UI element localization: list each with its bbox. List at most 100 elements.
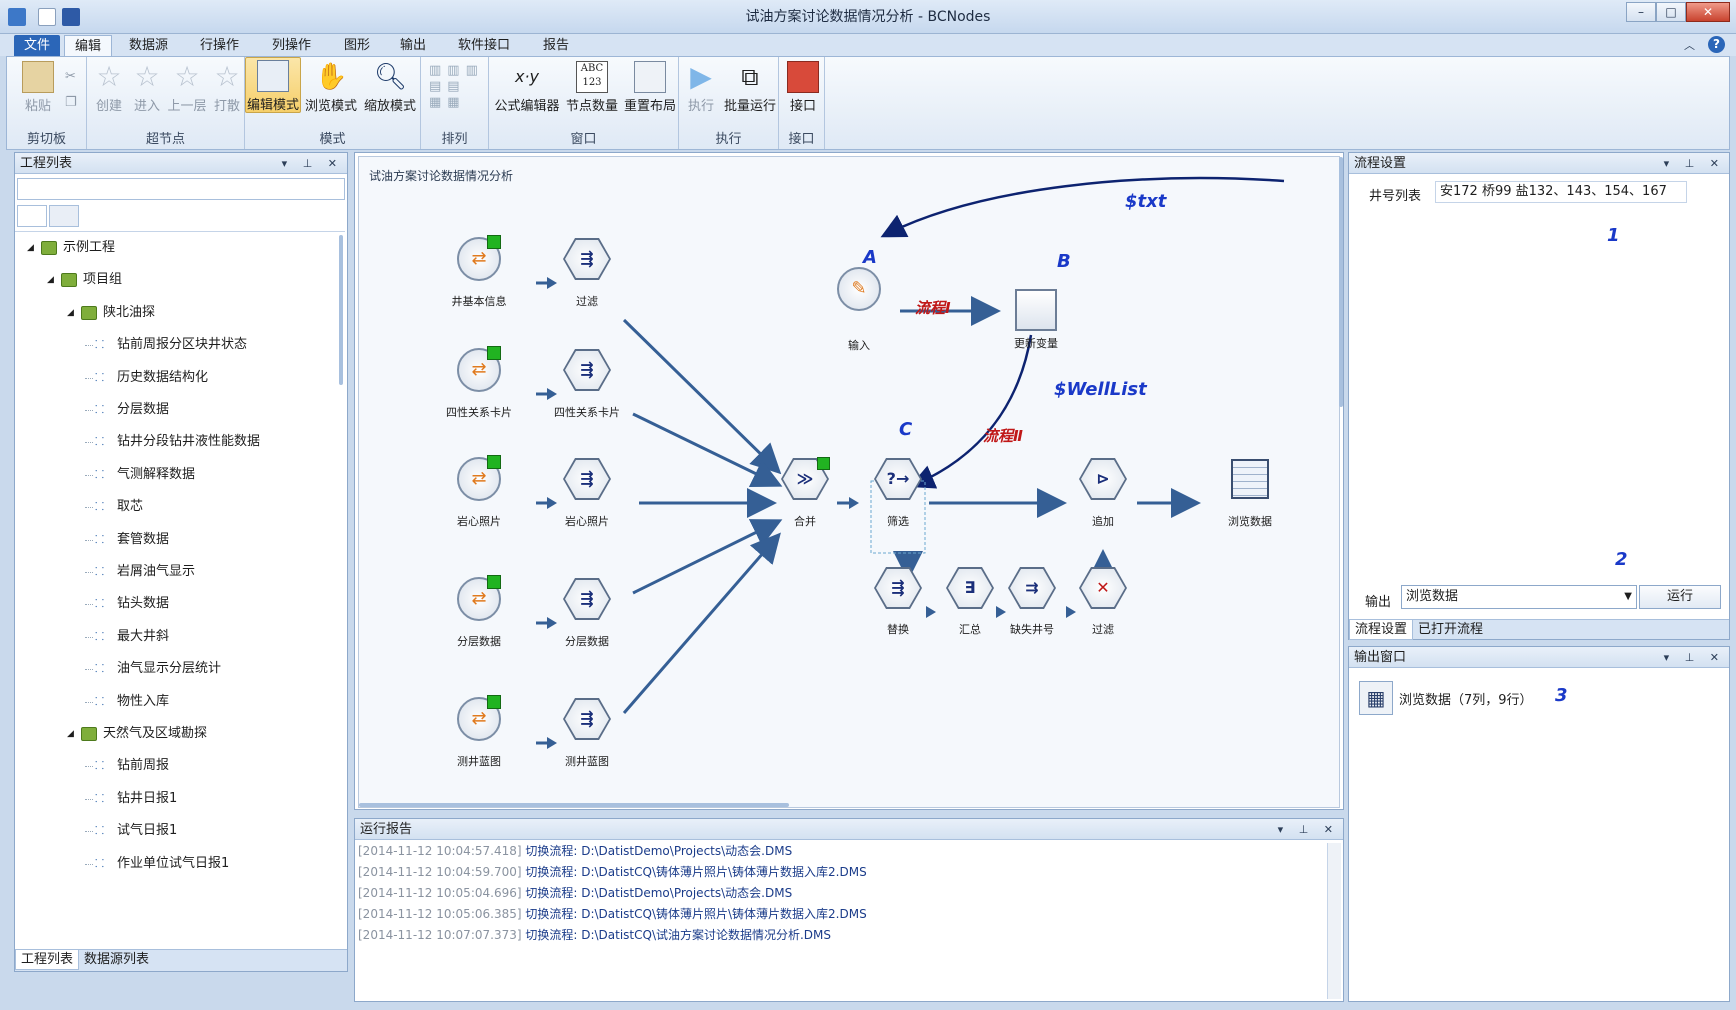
canvas-v-scrollbar[interactable] [1339, 157, 1343, 407]
browse-data-label: 浏览数据 [1228, 515, 1272, 528]
update-variable-label: 更新变量 [1014, 337, 1058, 350]
project-tree-item[interactable]: ⸬分层数据 [15, 394, 335, 426]
enter-button[interactable]: ☆进入 [127, 59, 167, 115]
project-search-input[interactable] [17, 178, 345, 200]
canvas-h-scrollbar[interactable] [359, 803, 789, 807]
flow-canvas[interactable]: 试油方案讨论数据情况分析 [358, 156, 1340, 808]
source-node-icon[interactable]: ⇄ [457, 348, 501, 392]
tab-project-list[interactable]: 工程列表 [15, 950, 80, 970]
minimize-button[interactable]: – [1626, 2, 1656, 22]
up-level-button[interactable]: ☆上一层 [167, 60, 207, 115]
menu-report[interactable]: 报告 [543, 38, 570, 53]
panel-controls[interactable]: ▾ ⊥ ✕ [281, 157, 343, 170]
well-list-input[interactable]: 安172 桥99 盐132、143、154、167 [1435, 181, 1687, 203]
menu-edit[interactable]: 编辑 [64, 35, 113, 56]
expand-triangle-icon[interactable]: ◢ [67, 729, 74, 739]
panel-controls[interactable]: ▾ ⊥ ✕ [1277, 823, 1339, 836]
filter-node-icon[interactable]: ⇶ [563, 698, 611, 740]
expand-triangle-icon[interactable]: ◢ [47, 275, 54, 286]
panel-controls[interactable]: ▾ ⊥ ✕ [1663, 651, 1725, 664]
panel-controls[interactable]: ▾ ⊥ ✕ [1663, 157, 1725, 170]
zoom-mode-button[interactable]: 🔍︎缩放模式 [363, 62, 416, 114]
group-label-mode: 模式 [319, 132, 346, 147]
project-tree-item[interactable]: ⸬钻前周报分区块井状态 [15, 329, 335, 361]
expand-triangle-icon[interactable]: ◢ [27, 243, 34, 253]
append-node-icon[interactable]: ⊳ [1079, 458, 1127, 500]
update-variable-node-icon[interactable] [1015, 289, 1057, 331]
project-tree-item[interactable]: ⸬作业单位试气日报1 [15, 848, 335, 880]
project-tree-item[interactable]: ⸬岩屑油气显示 [15, 556, 335, 588]
filter-node-icon[interactable]: ⇶ [563, 349, 611, 391]
menu-file[interactable]: 文件 [14, 35, 61, 56]
help-icon[interactable]: ? [1708, 36, 1725, 53]
project-tree-item[interactable]: ◢示例工程 [15, 232, 335, 264]
save-icon[interactable] [62, 8, 80, 26]
flow-node-icon: ⸬ [95, 565, 105, 578]
collapse-ribbon-icon[interactable]: ︿ [1684, 39, 1695, 52]
project-tree-item[interactable]: ⸬物性入库 [15, 686, 335, 718]
source-node-icon[interactable]: ⇄ [457, 237, 501, 281]
project-tree-item[interactable]: ⸬气测解释数据 [15, 459, 335, 491]
menu-graphics[interactable]: 图形 [344, 38, 371, 53]
menu-col-ops[interactable]: 列操作 [272, 38, 312, 53]
menu-datasource[interactable]: 数据源 [129, 38, 169, 53]
new-file-icon[interactable] [38, 8, 56, 26]
break-button[interactable]: ☆打散 [207, 59, 247, 115]
tab-open-flows[interactable]: 已打开流程 [1418, 622, 1484, 637]
select-node-icon[interactable]: ?→ [874, 458, 922, 500]
project-tree-item[interactable]: ⸬取芯 [15, 491, 335, 523]
tree-scrollbar[interactable] [339, 235, 343, 385]
interface-button[interactable]: 接口 [783, 59, 823, 114]
output-select[interactable]: 浏览数据▼ [1401, 585, 1637, 609]
append-node-label: 追加 [1092, 515, 1114, 528]
menu-row-ops[interactable]: 行操作 [200, 38, 240, 53]
sub-flow-node-icon[interactable]: ✕ [1079, 567, 1127, 609]
tree-view-tab[interactable] [17, 205, 47, 227]
batch-run-button[interactable]: ⧉批量运行 [723, 63, 776, 114]
filter-node-icon[interactable]: ⇶ [563, 238, 611, 280]
sub-flow-node-icon[interactable]: ∃ [946, 567, 994, 609]
maximize-button[interactable]: □ [1656, 2, 1686, 22]
tab-flow-settings[interactable]: 流程设置 [1349, 620, 1414, 640]
menu-software-interface[interactable]: 软件接口 [458, 38, 511, 53]
project-tree-item[interactable]: ⸬最大井斜 [15, 621, 335, 653]
edit-mode-button[interactable]: 编辑模式 [245, 57, 301, 113]
list-view-tab[interactable] [49, 205, 79, 227]
merge-node-icon[interactable]: ≫ [781, 458, 829, 500]
project-tree-item[interactable]: ◢项目组 [15, 264, 335, 296]
paste-button[interactable]: 粘贴 [17, 59, 59, 114]
project-tree-item[interactable]: ⸬钻前周报 [15, 750, 335, 782]
project-tree-item[interactable]: ⸬钻头数据 [15, 588, 335, 620]
project-tree-item[interactable]: ◢天然气及区域勘探 [15, 718, 335, 750]
tab-datasource-list[interactable]: 数据源列表 [84, 952, 150, 967]
log-scrollbar[interactable] [1327, 843, 1341, 999]
filter-node-icon[interactable]: ⇶ [563, 458, 611, 500]
project-tree-item[interactable]: ⸬油气显示分层统计 [15, 653, 335, 685]
input-node-icon[interactable]: ✎ [837, 267, 881, 311]
expand-triangle-icon[interactable]: ◢ [67, 307, 74, 318]
menu-output[interactable]: 输出 [400, 38, 427, 53]
ribbon-group-supernode: ☆创建 ☆进入 ☆上一层 ☆打散 超节点 [87, 57, 245, 149]
project-tree-item[interactable]: ⸬历史数据结构化 [15, 362, 335, 394]
project-tree-item[interactable]: ⸬套管数据 [15, 524, 335, 556]
cut-icon[interactable]: ✂ [65, 69, 76, 84]
filter-node-icon[interactable]: ⇶ [563, 578, 611, 620]
output-item[interactable]: 浏览数据（7列，9行） [1399, 693, 1533, 708]
sub-flow-node-icon[interactable]: ⇶ [874, 567, 922, 609]
run-button[interactable]: ▶执行 [681, 59, 721, 115]
sub-flow-node-icon[interactable]: ⇉ [1008, 567, 1056, 609]
run-flow-button[interactable]: 运行 [1639, 585, 1721, 609]
align-icons[interactable]: ▥▥▥▤▤▦▦ [429, 63, 484, 110]
copy-icon[interactable]: ❐ [65, 95, 77, 110]
project-tree-item[interactable]: ⸬钻井日报1 [15, 783, 335, 815]
project-tree-item[interactable]: ⸬试气日报1 [15, 815, 335, 847]
close-window-button[interactable]: ✕ [1686, 2, 1730, 22]
project-tree-item[interactable]: ◢陕北油探 [15, 297, 335, 329]
create-button[interactable]: ☆创建 [89, 59, 129, 115]
project-tree-item[interactable]: ⸬钻井分段钻井液性能数据 [15, 426, 335, 458]
browse-data-node-icon[interactable] [1231, 459, 1269, 499]
browse-mode-button[interactable]: ✋浏览模式 [304, 62, 357, 114]
relayout-button[interactable]: 重置布局 [621, 59, 679, 114]
